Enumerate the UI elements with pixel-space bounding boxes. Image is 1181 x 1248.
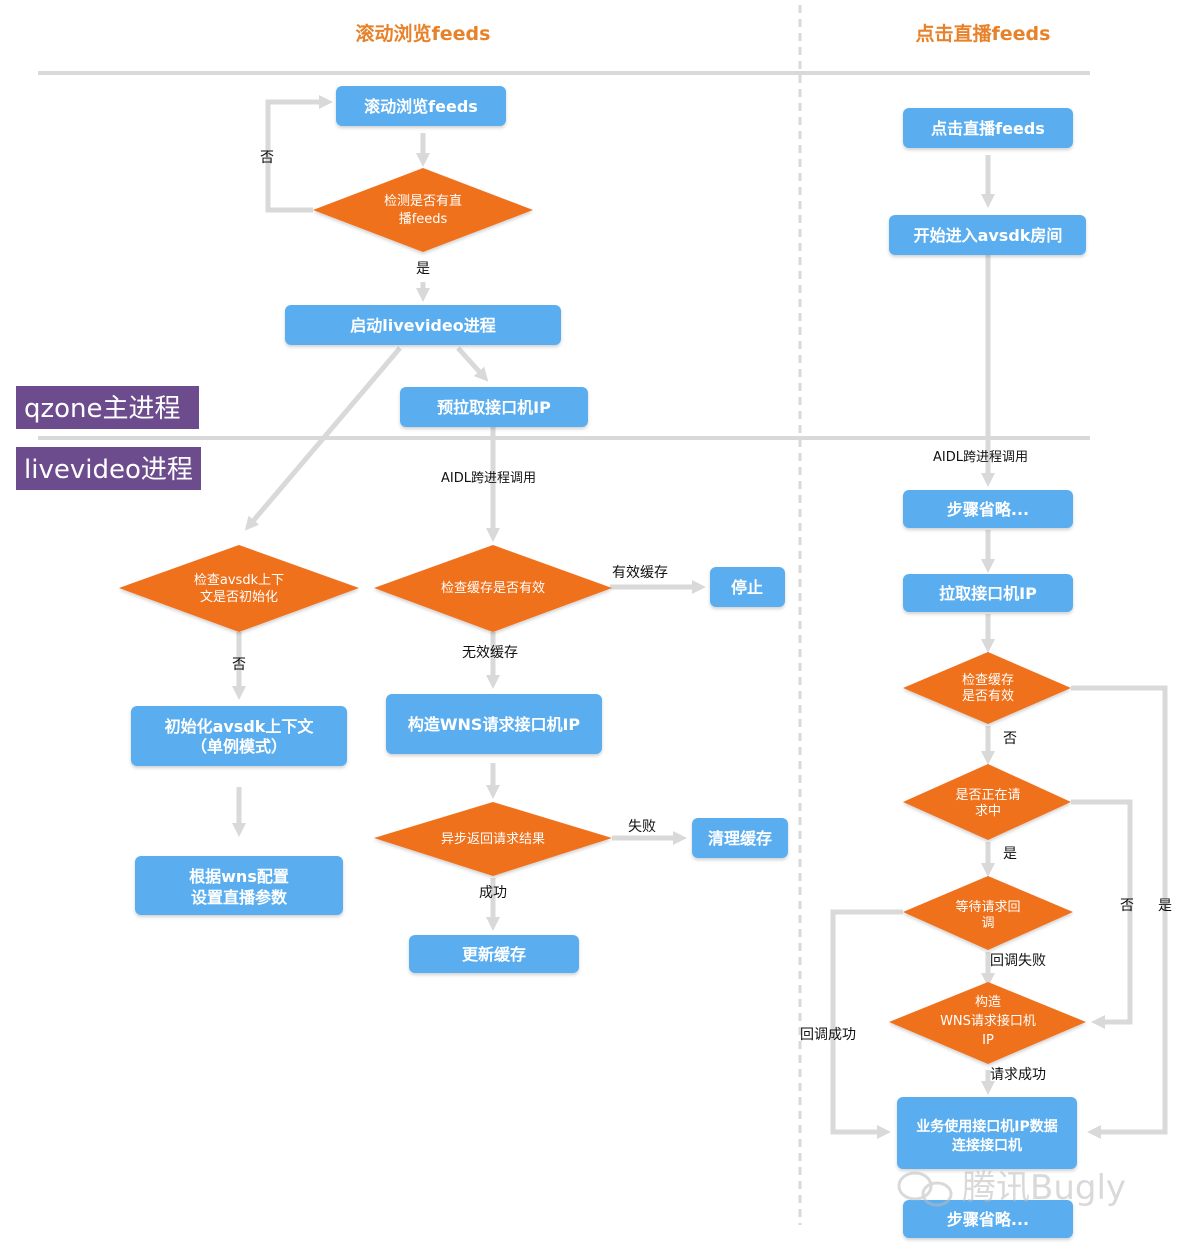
node-update-cache-text: 更新缓存 (462, 945, 526, 964)
decision-build-wns-right-line2: WNS请求接口机 (940, 1013, 1036, 1029)
decision-wait-callback-line2: 调 (981, 916, 994, 931)
edge-labels: 否 是 AIDL跨进程调用 AIDL跨进程调用 有效缓存 无效缓存 否 失败 成… (232, 150, 1172, 1083)
arrow-requesting-no (1071, 799, 1133, 1029)
label-success: 成功 (479, 885, 507, 901)
arrow-cache-yes (1071, 685, 1168, 1139)
node-update-cache: 更新缓存 (409, 935, 579, 973)
label-yes-detect: 是 (416, 261, 430, 277)
node-set-params-line1: 根据wns配置 (189, 867, 289, 886)
label-callback-fail: 回调失败 (990, 953, 1046, 969)
decision-detect-live: 检测是否有直 播feeds (313, 168, 533, 252)
label-yes-right: 是 (1158, 898, 1172, 914)
decision-detect-live-line2: 播feeds (399, 212, 448, 227)
label-no-cache-right: 否 (1003, 731, 1017, 747)
node-steps-omitted-1-text: 步骤省略... (947, 500, 1029, 519)
decision-wait-callback-line1: 等待请求回 (955, 899, 1020, 915)
decision-detect-live-line1: 检测是否有直 (384, 194, 462, 209)
arrow-to-prefetch (456, 346, 489, 382)
watermark: 腾讯Bugly (897, 1168, 1126, 1208)
decision-check-avsdk-line2: 文是否初始化 (200, 590, 278, 605)
node-init-avsdk: 初始化avsdk上下文 （单例模式） (131, 706, 347, 766)
decision-check-cache-right-line1: 检查缓存 (962, 673, 1014, 688)
connectors (232, 95, 1168, 1139)
decision-build-wns-right-line3: IP (982, 1033, 994, 1048)
decision-requesting: 是否正在请 求中 (903, 764, 1071, 840)
right-lane-title: 点击直播feeds (916, 22, 1051, 45)
node-use-ip-line1: 业务使用接口机IP数据 (916, 1118, 1057, 1135)
decision-check-cache-right: 检查缓存 是否有效 (903, 652, 1071, 724)
decision-check-avsdk-line1: 检查avsdk上下 (194, 573, 284, 588)
label-valid-cache: 有效缓存 (612, 565, 668, 581)
node-pull-ip-text: 拉取接口机IP (939, 584, 1037, 603)
decision-requesting-line2: 求中 (975, 804, 1001, 819)
node-scroll-feeds-text: 滚动浏览feeds (364, 97, 478, 116)
node-steps-omitted-1: 步骤省略... (903, 490, 1073, 528)
decision-build-wns-right: 构造 WNS请求接口机 IP (889, 982, 1086, 1064)
label-no-init: 否 (232, 657, 246, 673)
watermark-text: 腾讯Bugly (962, 1168, 1126, 1208)
arrow-callback-success (830, 909, 903, 1139)
arrow-to-check-avsdk (244, 346, 402, 531)
node-build-wns-left: 构造WNS请求接口机IP (386, 694, 602, 754)
process-label-main-text: qzone主进程 (24, 394, 181, 424)
node-start-livevideo-text: 启动livevideo进程 (350, 316, 495, 335)
node-clear-cache: 清理缓存 (692, 818, 788, 858)
left-lane-title: 滚动浏览feeds (356, 22, 491, 45)
node-steps-omitted-2-text: 步骤省略... (947, 1210, 1029, 1229)
node-prefetch-ip-text: 预拉取接口机IP (437, 398, 551, 417)
decision-check-cache-left: 检查缓存是否有效 (374, 545, 612, 632)
node-init-avsdk-line1: 初始化avsdk上下文 (165, 717, 315, 736)
decision-check-avsdk: 检查avsdk上下 文是否初始化 (119, 545, 359, 632)
decision-async-result-text: 异步返回请求结果 (441, 832, 545, 847)
node-use-ip-line2: 连接接口机 (952, 1137, 1022, 1154)
node-click-live-text: 点击直播feeds (931, 119, 1045, 138)
decision-async-result: 异步返回请求结果 (374, 802, 612, 876)
node-stop-text: 停止 (731, 578, 763, 597)
node-start-livevideo: 启动livevideo进程 (285, 305, 561, 345)
node-prefetch-ip: 预拉取接口机IP (400, 387, 588, 427)
node-init-avsdk-line2: （单例模式） (191, 737, 287, 756)
process-label-live: livevideo进程 (16, 447, 201, 490)
node-enter-room-text: 开始进入avsdk房间 (914, 226, 1063, 245)
node-pull-ip: 拉取接口机IP (903, 574, 1073, 612)
decision-check-cache-right-line2: 是否有效 (962, 689, 1014, 704)
node-build-wns-left-text: 构造WNS请求接口机IP (408, 715, 581, 734)
decision-build-wns-right-line1: 构造 (975, 995, 1001, 1010)
decision-check-cache-left-text: 检查缓存是否有效 (441, 581, 545, 596)
decision-requesting-line1: 是否正在请 (955, 788, 1020, 803)
decision-wait-callback: 等待请求回 调 (903, 876, 1073, 950)
label-fail: 失败 (628, 819, 656, 835)
node-set-params: 根据wns配置 设置直播参数 (135, 856, 343, 915)
process-label-main: qzone主进程 (16, 386, 199, 429)
label-request-success: 请求成功 (990, 1067, 1046, 1083)
wechat-icon (897, 1171, 953, 1207)
label-invalid-cache: 无效缓存 (462, 645, 518, 661)
label-no-loop: 否 (260, 150, 274, 166)
node-clear-cache-text: 清理缓存 (708, 829, 772, 848)
node-enter-room: 开始进入avsdk房间 (889, 215, 1086, 255)
node-scroll-feeds: 滚动浏览feeds (336, 86, 506, 126)
node-click-live: 点击直播feeds (903, 108, 1073, 148)
label-no-right: 否 (1120, 898, 1134, 914)
label-aidl-right: AIDL跨进程调用 (933, 450, 1028, 465)
node-stop: 停止 (710, 567, 785, 607)
label-aidl-left: AIDL跨进程调用 (441, 471, 536, 486)
node-steps-omitted-2: 步骤省略... (903, 1200, 1073, 1238)
process-label-live-text: livevideo进程 (24, 455, 193, 485)
arrow-detect-no-loop (265, 95, 333, 213)
node-use-ip: 业务使用接口机IP数据 连接接口机 (897, 1097, 1077, 1169)
label-yes-requesting: 是 (1003, 846, 1017, 862)
label-callback-success: 回调成功 (800, 1027, 856, 1043)
node-set-params-line2: 设置直播参数 (191, 888, 288, 907)
